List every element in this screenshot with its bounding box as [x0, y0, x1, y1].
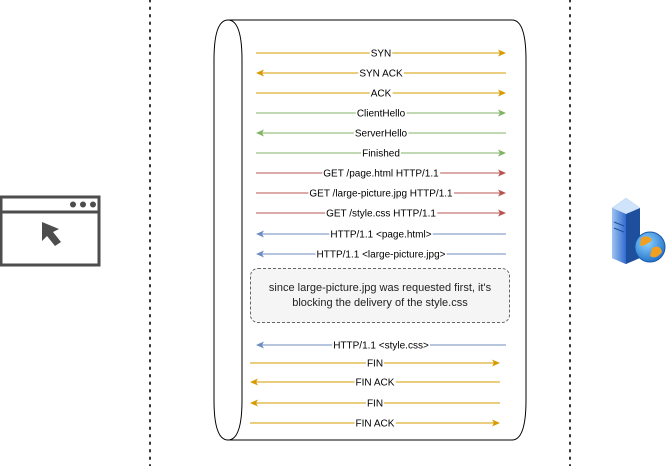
- message-6: Finished: [256, 148, 506, 160]
- arrowhead-icon: [250, 378, 258, 386]
- message-label-background: [325, 208, 438, 220]
- message-label-background: [322, 168, 441, 180]
- message-label-background: [354, 418, 396, 430]
- arrowhead-icon: [256, 69, 264, 77]
- browser-window-cursor-icon: [0, 195, 101, 267]
- message-9: GET /style.css HTTP/1.1: [256, 208, 506, 220]
- message-label-background: [354, 377, 396, 389]
- arrowhead-icon: [250, 399, 258, 407]
- arrowhead-icon: [498, 149, 506, 157]
- connection-tube-left-rim: [227, 19, 243, 441]
- message-12: HTTP/1.1 <style.css>: [256, 340, 506, 352]
- message-16: FIN ACK: [250, 418, 500, 430]
- message-label: Finished: [362, 149, 400, 160]
- arrowhead-icon: [498, 89, 506, 97]
- arrowhead-icon: [498, 49, 506, 57]
- message-label: HTTP/1.1 <style.css>: [333, 341, 429, 352]
- blocking-note: since large-picture.jpg was requested fi…: [250, 268, 510, 323]
- arrowhead-icon: [256, 341, 264, 349]
- arrowhead-icon: [498, 169, 506, 177]
- messages: SYN SYN ACK ACK ClientHelloServerHelloFinis…: [250, 48, 506, 430]
- message-label: ServerHello: [355, 129, 408, 140]
- message-label: SYN ACK: [359, 69, 403, 80]
- message-10: HTTP/1.1 <page.html>: [256, 229, 506, 241]
- arrowhead-icon: [256, 230, 264, 238]
- message-label-background: [308, 188, 455, 200]
- message-13: FIN: [250, 358, 500, 370]
- message-label-background: [329, 229, 433, 241]
- message-4: ClientHello: [256, 108, 506, 120]
- message-label: GET /page.html HTTP/1.1: [323, 169, 439, 180]
- arrowhead-icon: [256, 250, 264, 258]
- message-2: SYN ACK: [256, 68, 506, 80]
- message-label: SYN: [371, 49, 392, 60]
- message-3: ACK: [256, 88, 506, 100]
- arrowhead-icon: [492, 419, 500, 427]
- arrowhead-icon: [498, 209, 506, 217]
- message-label-background: [361, 148, 401, 160]
- message-7: GET /page.html HTTP/1.1: [256, 168, 506, 180]
- message-label-background: [315, 249, 447, 261]
- message-label: FIN: [367, 359, 383, 370]
- message-1: SYN: [256, 48, 506, 60]
- message-14: FIN ACK: [250, 377, 500, 389]
- message-label: GET /large-picture.jpg HTTP/1.1: [309, 189, 453, 200]
- server-globe-icon: [612, 198, 666, 264]
- message-label-background: [365, 358, 385, 370]
- message-label-background: [369, 88, 393, 100]
- message-label-background: [365, 398, 385, 410]
- message-15: FIN: [250, 398, 500, 410]
- message-11: HTTP/1.1 <large-picture.jpg>: [256, 249, 506, 261]
- message-label: FIN: [367, 399, 383, 410]
- arrowhead-icon: [498, 109, 506, 117]
- message-label: HTTP/1.1 <large-picture.jpg>: [317, 250, 446, 261]
- message-label: FIN ACK: [356, 378, 395, 389]
- message-label-background: [369, 48, 393, 60]
- message-label-background: [358, 68, 404, 80]
- arrowhead-icon: [498, 189, 506, 197]
- message-label: ClientHello: [357, 109, 406, 120]
- arrowhead-icon: [492, 359, 500, 367]
- message-8: GET /large-picture.jpg HTTP/1.1: [256, 188, 506, 200]
- message-label-background: [353, 128, 409, 140]
- message-label: ACK: [371, 89, 392, 100]
- message-label: HTTP/1.1 <page.html>: [330, 230, 431, 241]
- arrowhead-icon: [256, 129, 264, 137]
- message-5: ServerHello: [256, 128, 506, 140]
- message-label-background: [332, 340, 430, 352]
- message-label: FIN ACK: [356, 419, 395, 430]
- message-label-background: [355, 108, 407, 120]
- message-label: GET /style.css HTTP/1.1: [326, 209, 436, 220]
